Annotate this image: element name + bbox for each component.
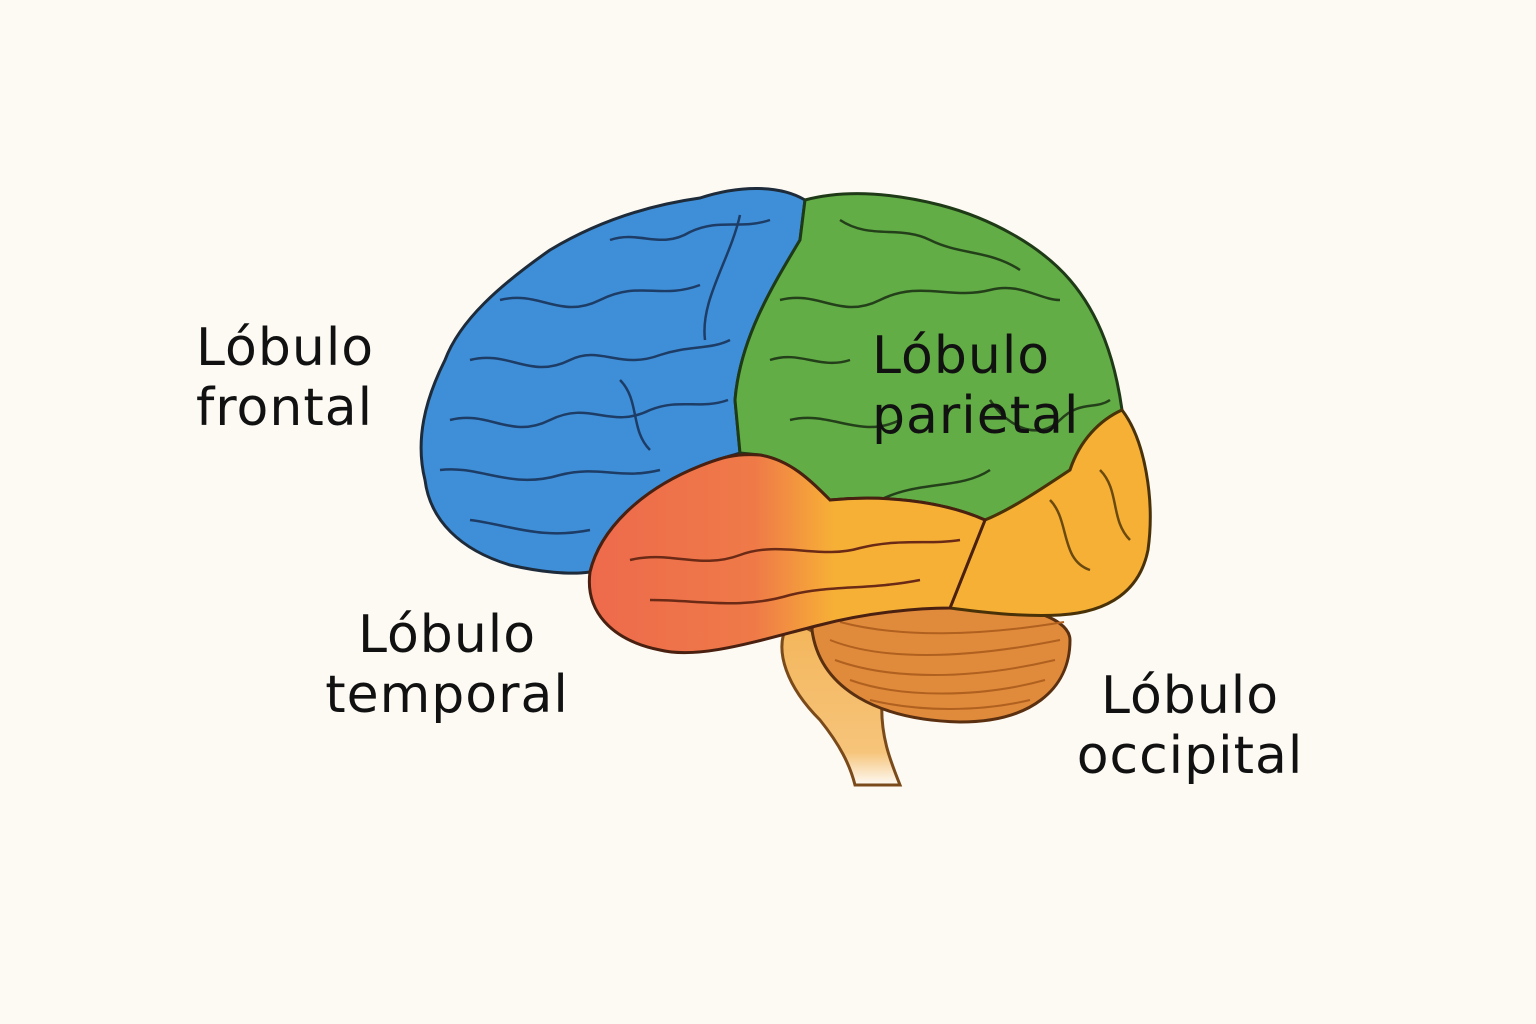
- label-frontal-lobe: Lóbulo frontal: [196, 318, 374, 438]
- label-frontal-line2: frontal: [196, 378, 374, 438]
- label-parietal-line1: Lóbulo: [872, 326, 1051, 386]
- label-temporal-line1: Lóbulo: [357, 605, 537, 665]
- label-parietal-lobe: Lóbulo parietal: [872, 326, 1079, 446]
- label-occipital-lobe: Lóbulo occipital: [1074, 666, 1306, 786]
- temporal-lobe: [587, 453, 987, 655]
- occipital-lobe: [947, 408, 1152, 617]
- label-frontal-line1: Lóbulo: [196, 318, 375, 378]
- label-parietal-line2: parietal: [872, 386, 1080, 446]
- label-occipital-line2: occipital: [1076, 726, 1304, 786]
- frontal-lobe: [419, 187, 807, 575]
- label-temporal-line2: temporal: [325, 665, 569, 725]
- label-temporal-lobe: Lóbulo temporal: [322, 605, 572, 725]
- label-occipital-line1: Lóbulo: [1100, 666, 1280, 726]
- parietal-lobe: [733, 192, 1124, 522]
